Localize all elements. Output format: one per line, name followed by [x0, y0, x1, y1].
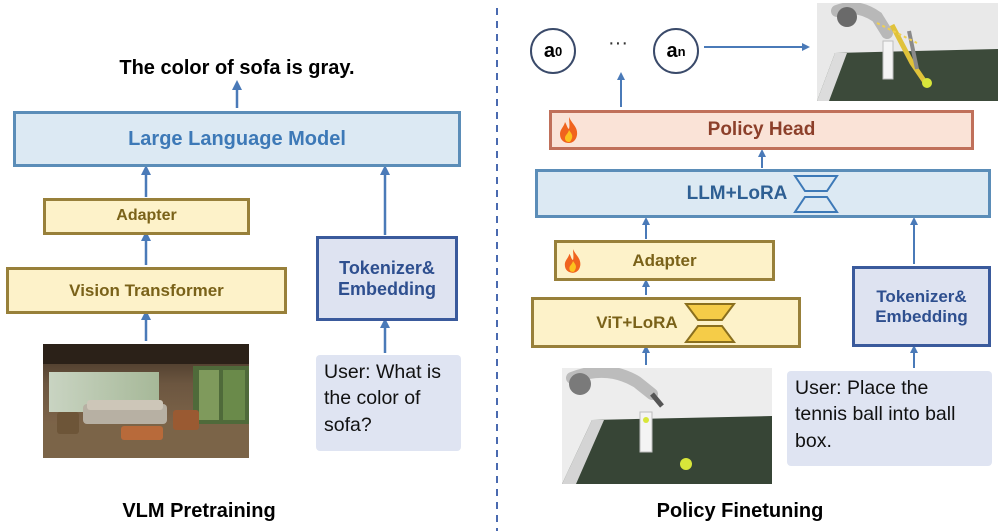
living-room-image	[43, 344, 249, 458]
llm-lora-box: LLM+LoRA	[535, 169, 991, 218]
large-language-model-label: Large Language Model	[128, 127, 346, 150]
user-question-prompt: User: What is the color of sofa?	[316, 355, 461, 451]
robot-input-image	[562, 365, 772, 484]
fire-icon	[558, 116, 580, 144]
action-a0-symbol: a	[543, 39, 555, 62]
lora-hourglass-icon	[793, 174, 840, 214]
vit-lora-box: ViT+LoRA	[531, 297, 801, 348]
robot-result-image	[817, 2, 998, 101]
adapter-box: Adapter	[43, 198, 250, 235]
llm-lora-label: LLM+LoRA	[686, 182, 788, 204]
tokenizer-embedding-box: Tokenizer& Embedding	[316, 236, 458, 321]
vision-transformer-label: Vision Transformer	[69, 280, 224, 300]
action-an-sup: n	[677, 43, 686, 59]
policy-head-box: Policy Head	[549, 110, 974, 150]
policy-finetuning-caption: Policy Finetuning	[656, 500, 824, 522]
fire-icon	[563, 248, 583, 274]
tokenizer-embedding-label-finetune: Tokenizer& Embedding	[875, 286, 968, 326]
adapter-label-finetune: Adapter	[632, 250, 697, 270]
user-instruction-prompt: User: Place the tennis ball into ball bo…	[787, 371, 992, 466]
adapter-label: Adapter	[116, 207, 177, 225]
tokenizer-embedding-label: Tokenizer& Embedding	[338, 257, 436, 299]
output-sentence: The color of sofa is gray.	[119, 57, 355, 79]
actions-ellipsis: ···	[608, 32, 628, 54]
large-language-model-box: Large Language Model	[13, 111, 461, 167]
vit-lora-label: ViT+LoRA	[596, 312, 678, 332]
tokenizer-embedding-box-finetune: Tokenizer& Embedding	[852, 266, 991, 347]
lora-hourglass-icon	[683, 302, 736, 344]
vlm-pretraining-caption: VLM Pretraining	[122, 500, 276, 522]
adapter-box-finetune: Adapter	[554, 240, 775, 281]
action-a0-sup: 0	[554, 43, 563, 59]
policy-head-label: Policy Head	[707, 119, 816, 141]
action-an-symbol: a	[666, 39, 678, 62]
vision-transformer-box: Vision Transformer	[6, 267, 287, 314]
